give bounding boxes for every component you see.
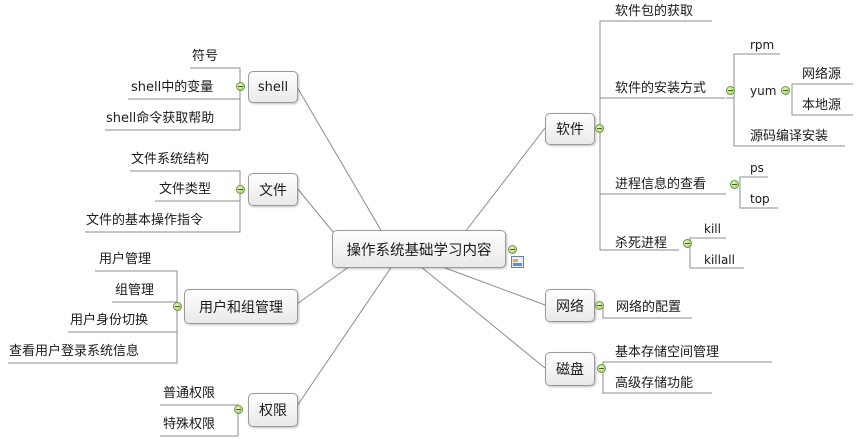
leaf-install-rpm[interactable]: rpm bbox=[750, 38, 775, 52]
leaf-install-yum[interactable]: yum bbox=[750, 84, 777, 98]
collapse-toggle-icon[interactable] bbox=[595, 301, 604, 310]
branch-software[interactable]: 软件 bbox=[545, 113, 595, 145]
leaf-shell-help[interactable]: shell命令获取帮助 bbox=[106, 111, 215, 126]
link-central-file bbox=[296, 187, 339, 239]
branch-permissions[interactable]: 权限 bbox=[248, 393, 298, 427]
link-central-software bbox=[464, 127, 546, 233]
central-topic[interactable]: 操作系统基础学习内容 bbox=[332, 230, 506, 268]
branch-file[interactable]: 文件 bbox=[248, 173, 298, 206]
leaf-yum-network[interactable]: 网络源 bbox=[802, 67, 842, 82]
collapse-toggle-icon[interactable] bbox=[683, 239, 692, 248]
leaf-disk-advanced[interactable]: 高级存储功能 bbox=[615, 376, 694, 391]
branch-users-label: 用户和组管理 bbox=[199, 299, 283, 316]
collapse-toggle-icon[interactable] bbox=[173, 302, 182, 311]
leaf-network-config[interactable]: 网络的配置 bbox=[616, 300, 682, 315]
branch-shell-label: shell bbox=[257, 79, 289, 95]
collapse-toggle-icon[interactable] bbox=[781, 86, 790, 95]
collapse-toggle-icon[interactable] bbox=[236, 185, 245, 194]
leaf-kill-killall[interactable]: killall bbox=[704, 253, 735, 267]
leaf-software-install[interactable]: 软件的安装方式 bbox=[615, 81, 707, 96]
collapse-toggle-icon[interactable] bbox=[508, 245, 517, 254]
leaf-users-switch[interactable]: 用户身份切换 bbox=[70, 313, 149, 328]
link-perm-leaves bbox=[160, 404, 239, 437]
leaf-users-user-mgmt[interactable]: 用户管理 bbox=[99, 252, 152, 267]
collapse-toggle-icon[interactable] bbox=[234, 405, 243, 414]
collapse-toggle-icon[interactable] bbox=[595, 124, 604, 133]
branch-permissions-label: 权限 bbox=[259, 403, 287, 419]
leaf-shell-variables[interactable]: shell中的变量 bbox=[131, 80, 214, 95]
leaf-file-structure[interactable]: 文件系统结构 bbox=[131, 152, 210, 167]
central-topic-label: 操作系统基础学习内容 bbox=[346, 242, 492, 259]
leaf-file-commands[interactable]: 文件的基本操作指令 bbox=[86, 213, 204, 228]
branch-network[interactable]: 网络 bbox=[545, 289, 595, 322]
collapse-toggle-icon[interactable] bbox=[730, 180, 739, 189]
leaf-install-source[interactable]: 源码编译安装 bbox=[750, 129, 829, 144]
note-icon[interactable] bbox=[511, 256, 524, 268]
branch-network-label: 网络 bbox=[556, 298, 584, 315]
link-users-leaves bbox=[8, 270, 178, 364]
link-central-shell bbox=[296, 86, 383, 233]
leaf-software-kill[interactable]: 杀死进程 bbox=[615, 236, 668, 251]
link-central-users bbox=[296, 265, 351, 305]
branch-disk[interactable]: 磁盘 bbox=[545, 352, 595, 386]
leaf-shell-symbol[interactable]: 符号 bbox=[192, 49, 219, 64]
collapse-toggle-icon[interactable] bbox=[597, 364, 606, 373]
branch-users[interactable]: 用户和组管理 bbox=[184, 289, 298, 324]
leaf-disk-basic[interactable]: 基本存储空间管理 bbox=[615, 345, 720, 360]
leaf-users-login-info[interactable]: 查看用户登录系统信息 bbox=[9, 344, 140, 359]
leaf-software-acquire[interactable]: 软件包的获取 bbox=[615, 4, 694, 19]
leaf-perm-normal[interactable]: 普通权限 bbox=[163, 386, 216, 401]
collapse-toggle-icon[interactable] bbox=[236, 82, 245, 91]
collapse-toggle-icon[interactable] bbox=[726, 86, 735, 95]
leaf-kill-kill[interactable]: kill bbox=[704, 222, 721, 236]
leaf-perm-special[interactable]: 特殊权限 bbox=[163, 417, 216, 432]
link-central-perm bbox=[296, 265, 393, 407]
link-central-network bbox=[439, 265, 546, 306]
leaf-yum-local[interactable]: 本地源 bbox=[802, 98, 842, 113]
leaf-process-top[interactable]: top bbox=[750, 192, 770, 206]
leaf-process-ps[interactable]: ps bbox=[750, 161, 764, 175]
link-software-spine bbox=[599, 20, 612, 251]
link-central-disk bbox=[419, 265, 546, 369]
leaf-users-group-mgmt[interactable]: 组管理 bbox=[115, 283, 155, 298]
branch-file-label: 文件 bbox=[259, 182, 287, 199]
branch-shell[interactable]: shell bbox=[248, 71, 298, 103]
branch-disk-label: 磁盘 bbox=[556, 362, 584, 378]
leaf-file-types[interactable]: 文件类型 bbox=[159, 182, 212, 197]
leaf-software-process[interactable]: 进程信息的查看 bbox=[615, 177, 707, 192]
branch-software-label: 软件 bbox=[556, 122, 584, 138]
